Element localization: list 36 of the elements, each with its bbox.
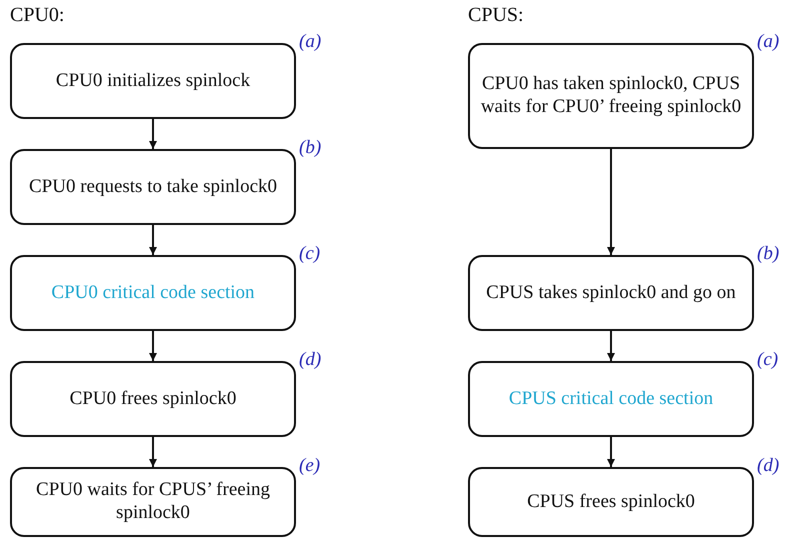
process-box [468,255,754,331]
step-letter: (a) [757,31,780,53]
step-letter: (b) [299,137,322,159]
process-box [468,43,754,149]
arrow [149,225,157,255]
arrow [607,149,615,255]
process-box [468,467,754,537]
process-box [10,361,296,437]
step-text: CPU0 has taken spinlock0, CPUS waits for CPU0’ freeing spinlock0 [480,73,742,119]
arrow [607,437,615,467]
step-letter: (d) [757,455,780,477]
step-text: CPU0 critical code section [51,282,255,304]
arrow [607,331,615,361]
step-text: CPU0 requests to take spinlock0 [28,176,278,198]
arrow [149,119,157,149]
step-letter: (c) [757,349,778,371]
process-box [10,467,296,537]
step-text: CPUS frees spinlock0 [527,490,695,514]
step-letter: (a) [299,31,322,53]
arrow [149,437,157,467]
process-box [10,149,296,225]
step-text: CPU0 waits for CPUS’ freeing spinlock0 [35,479,271,525]
step-text: CPUS critical code section [508,388,714,410]
column-heading: CPUS: [468,4,524,27]
process-box [468,361,754,437]
step-letter: (b) [757,243,780,265]
step-letter: (c) [299,243,320,265]
step-text: CPU0 initializes spinlock [56,70,250,92]
column-heading: CPU0: [10,4,64,27]
process-box [10,43,296,119]
step-text: CPUS takes spinlock0 and go on [486,282,736,304]
process-box [10,255,296,331]
arrow [149,331,157,361]
step-text: CPU0 frees spinlock0 [70,388,236,410]
step-letter: (d) [299,349,322,371]
step-letter: (e) [299,455,320,477]
